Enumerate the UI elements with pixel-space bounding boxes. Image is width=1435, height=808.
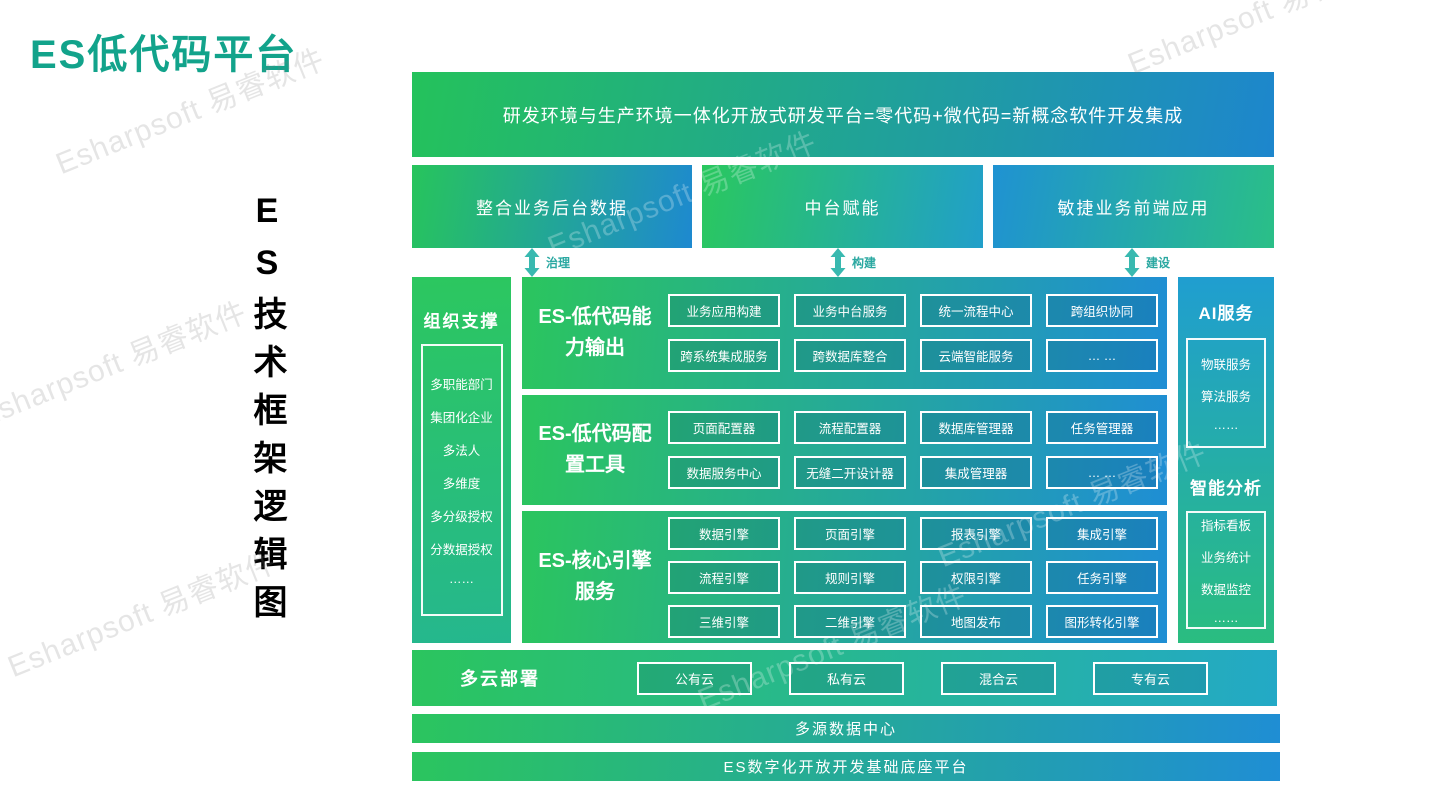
capability-cell: 业务中台服务 xyxy=(794,294,906,327)
arrow-group-governance: 治理 xyxy=(524,247,570,277)
pillar-backend-data: 整合业务后台数据 xyxy=(412,165,692,248)
cells-grid: 数据引擎 页面引擎 报表引擎 集成引擎 流程引擎 规则引擎 权限引擎 任务引擎 … xyxy=(668,511,1167,643)
engine-cell: 数据引擎 xyxy=(668,516,780,550)
watermark: Esharpsoft 易睿软件 xyxy=(3,545,282,684)
org-item: 分数据授权 xyxy=(430,543,493,557)
cells-grid: 业务应用构建 业务中台服务 统一流程中心 跨组织协同 跨系统集成服务 跨数据库整… xyxy=(668,277,1167,389)
cells-grid: 页面配置器 流程配置器 数据库管理器 任务管理器 数据服务中心 无缝二开设计器 … xyxy=(668,395,1167,505)
vertical-title: ES技术框架逻辑图 xyxy=(248,192,286,632)
cloud-cell: 专有云 xyxy=(1093,661,1208,695)
row-title: ES-低代码配置工具 xyxy=(538,423,652,476)
capability-cell: … … xyxy=(1046,339,1158,372)
multi-cloud-row: 多云部署 公有云 私有云 混合云 专有云 xyxy=(412,650,1277,706)
org-item: 多分级授权 xyxy=(430,510,493,524)
analysis-panel-title: 智能分析 xyxy=(1190,479,1262,498)
double-arrow-icon xyxy=(524,247,540,277)
engine-cell: 页面引擎 xyxy=(794,516,906,550)
org-items-box: 多职能部门 集团化企业 多法人 多维度 多分级授权 分数据授权 …… xyxy=(420,344,503,616)
pillar-frontend-apps: 敏捷业务前端应用 xyxy=(993,165,1274,248)
cloud-cell: 公有云 xyxy=(637,661,752,695)
tool-cell: 集成管理器 xyxy=(920,456,1032,489)
pillar-middle-platform: 中台赋能 xyxy=(702,165,983,248)
ai-items-box: 物联服务 算法服务 …… xyxy=(1186,338,1266,448)
engine-cell: 二维引擎 xyxy=(794,604,906,638)
org-support-panel: 组织支撑 多职能部门 集团化企业 多法人 多维度 多分级授权 分数据授权 …… xyxy=(412,277,511,643)
base-platform-bar: ES数字化开放开发基础底座平台 xyxy=(412,752,1280,781)
data-center-bar: 多源数据中心 xyxy=(412,714,1280,743)
tool-cell: 无缝二开设计器 xyxy=(794,456,906,489)
capability-cell: 业务应用构建 xyxy=(668,294,780,327)
engine-cell: 三维引擎 xyxy=(668,604,780,638)
top-banner: 研发环境与生产环境一体化开放式研发平台=零代码+微代码=新概念软件开发集成 xyxy=(412,72,1274,157)
analysis-item: …… xyxy=(1213,611,1239,625)
cloud-cell: 私有云 xyxy=(789,661,904,695)
watermark: Esharpsoft 易睿软件 xyxy=(0,295,252,434)
capability-cell: 跨系统集成服务 xyxy=(668,339,780,372)
core-engines-row: ES-核心引擎服务 数据引擎 页面引擎 报表引擎 集成引擎 流程引擎 规则引擎 … xyxy=(522,511,1167,643)
engine-cell: 权限引擎 xyxy=(920,560,1032,594)
org-item: 多法人 xyxy=(442,444,481,458)
arrow-group-construct: 建设 xyxy=(1124,247,1170,277)
engine-cell: 规则引擎 xyxy=(794,560,906,594)
org-item: …… xyxy=(449,572,474,586)
row-title: ES-低代码能力输出 xyxy=(538,306,652,359)
ai-item: …… xyxy=(1213,418,1239,432)
double-arrow-icon xyxy=(830,247,846,277)
double-arrow-icon xyxy=(1124,247,1140,277)
right-services-panel: AI服务 物联服务 算法服务 …… 智能分析 指标看板 业务统计 数据监控 …… xyxy=(1178,277,1274,643)
org-item: 多职能部门 xyxy=(430,378,493,392)
org-panel-title: 组织支撑 xyxy=(423,312,500,331)
analysis-item: 指标看板 xyxy=(1200,519,1251,533)
tool-cell: 流程配置器 xyxy=(794,411,906,444)
analysis-item: 数据监控 xyxy=(1200,583,1251,597)
tool-cell: 数据库管理器 xyxy=(920,411,1032,444)
cloud-row-title: 多云部署 xyxy=(460,669,540,689)
ai-item: 算法服务 xyxy=(1200,390,1251,404)
tool-cell: 页面配置器 xyxy=(668,411,780,444)
tool-cell: 任务管理器 xyxy=(1046,411,1158,444)
arrow-label: 治理 xyxy=(546,255,571,270)
capability-output-row: ES-低代码能力输出 业务应用构建 业务中台服务 统一流程中心 跨组织协同 跨系… xyxy=(522,277,1167,389)
engine-cell: 地图发布 xyxy=(920,604,1032,638)
org-item: 多维度 xyxy=(442,477,481,491)
arrow-group-build: 构建 xyxy=(830,247,876,277)
analysis-items-box: 指标看板 业务统计 数据监控 …… xyxy=(1186,511,1266,629)
engine-cell: 报表引擎 xyxy=(920,516,1032,550)
arrow-label: 建设 xyxy=(1146,255,1171,270)
tool-cell: … … xyxy=(1046,456,1158,489)
tool-cell: 数据服务中心 xyxy=(668,456,780,489)
engine-cell: 图形转化引擎 xyxy=(1046,604,1158,638)
row-title: ES-核心引擎服务 xyxy=(538,550,652,603)
capability-cell: 统一流程中心 xyxy=(920,294,1032,327)
cloud-cell: 混合云 xyxy=(941,661,1056,695)
page-title: ES低代码平台 xyxy=(30,33,298,77)
config-tools-row: ES-低代码配置工具 页面配置器 流程配置器 数据库管理器 任务管理器 数据服务… xyxy=(522,395,1167,505)
capability-cell: 跨组织协同 xyxy=(1046,294,1158,327)
engine-cell: 任务引擎 xyxy=(1046,560,1158,594)
org-item: 集团化企业 xyxy=(430,411,493,425)
engine-cell: 流程引擎 xyxy=(668,560,780,594)
engine-cell: 集成引擎 xyxy=(1046,516,1158,550)
analysis-item: 业务统计 xyxy=(1200,551,1251,565)
cloud-cells: 公有云 私有云 混合云 专有云 xyxy=(637,661,1208,695)
ai-panel-title: AI服务 xyxy=(1198,304,1254,323)
framework-diagram: 研发环境与生产环境一体化开放式研发平台=零代码+微代码=新概念软件开发集成 整合… xyxy=(412,0,1280,808)
capability-cell: 云端智能服务 xyxy=(920,339,1032,372)
arrow-label: 构建 xyxy=(852,255,877,270)
ai-item: 物联服务 xyxy=(1200,358,1251,372)
capability-cell: 跨数据库整合 xyxy=(794,339,906,372)
